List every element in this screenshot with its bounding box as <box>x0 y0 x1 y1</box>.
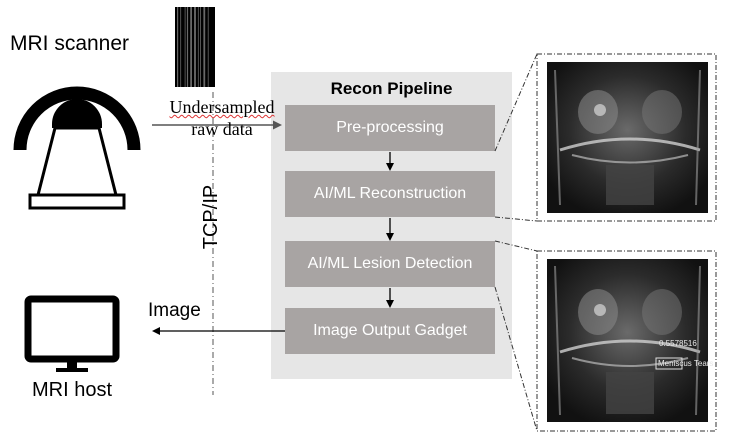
stage-box-reconstruction <box>285 171 495 217</box>
barcode-stripe <box>184 7 186 87</box>
barcode-stripe <box>194 7 196 87</box>
barcode-stripe <box>200 7 201 87</box>
connector-dashed <box>494 216 538 222</box>
stage-box-output-gadget <box>285 308 495 354</box>
raw-data-label-line2: raw data <box>191 119 253 139</box>
knee-mri-image <box>547 259 708 422</box>
pipeline-title: Recon Pipeline <box>330 79 453 98</box>
barcode-stripe <box>180 7 182 87</box>
barcode-stripe <box>190 7 192 87</box>
detection-score: 0.5578516 <box>659 339 697 348</box>
connector-dashed <box>494 240 538 252</box>
stage-label-lesion-detection: AI/ML Lesion Detection <box>307 255 473 272</box>
image-frame-detection <box>536 250 717 432</box>
connector-dashed <box>494 53 538 152</box>
image-frame-reconstruction <box>536 53 717 222</box>
scanner-label: MRI scanner <box>10 32 130 55</box>
stage-label-reconstruction: AI/ML Reconstruction <box>313 185 467 202</box>
output-label: Image <box>148 300 201 321</box>
monitor-icon <box>24 295 120 372</box>
barcode-stripe <box>177 7 179 87</box>
detection-bounding-box <box>655 357 683 370</box>
raw-data-label: Undersampled raw data <box>154 96 290 140</box>
connector-dashed <box>494 286 538 432</box>
network-label: TCP/IP <box>200 184 222 250</box>
knee-mri-image <box>547 62 708 213</box>
stage-box-preprocessing <box>285 105 495 151</box>
stage-label-preprocessing: Pre-processing <box>336 119 444 136</box>
mri-scanner-icon <box>13 86 141 210</box>
k-space-barcode-icon <box>175 7 215 87</box>
barcode-stripe <box>197 7 199 87</box>
raw-data-label-line1: Undersampled <box>169 97 275 117</box>
host-label: MRI host <box>32 379 113 401</box>
stage-box-lesion-detection <box>285 241 495 287</box>
barcode-stripe <box>203 7 206 87</box>
barcode-stripe <box>186 7 189 87</box>
detection-label: Meniscus Tears <box>658 359 714 368</box>
stage-label-output-gadget: Image Output Gadget <box>313 322 467 339</box>
barcode-stripe <box>207 7 209 87</box>
